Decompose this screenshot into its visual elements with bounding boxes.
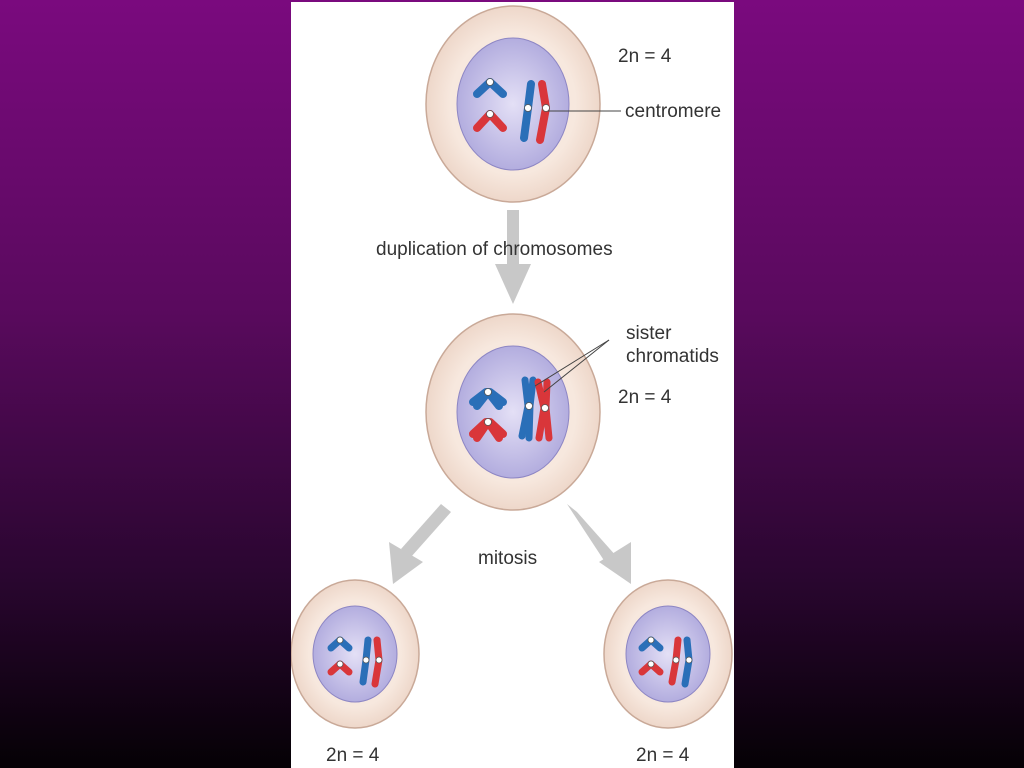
arrow-mitosis-right — [567, 504, 631, 584]
diagram-panel: 2n = 4 centromere duplication of chromos… — [291, 2, 734, 768]
chromosome-blue-short — [473, 78, 507, 98]
cell-daughter-left — [291, 579, 420, 729]
mitosis-diagram — [291, 5, 733, 729]
cell-daughter-right — [603, 579, 733, 729]
duplication-label: duplication of chromosomes — [376, 239, 613, 260]
chromosome-blue-long — [359, 636, 372, 686]
sister-leader-line-2 — [543, 339, 610, 393]
chromosome-red-long-duplicated — [534, 378, 553, 442]
sister-label: sister — [626, 323, 672, 344]
ploidy-label-right: 2n = 4 — [636, 745, 690, 766]
mitosis-label: mitosis — [478, 548, 538, 569]
chromosome-blue-long-duplicated — [518, 376, 537, 442]
sister-leader-line-1 — [534, 339, 610, 387]
cell-middle — [425, 313, 610, 511]
chromosome-blue-short — [327, 636, 353, 652]
chromosome-blue-long — [520, 80, 535, 142]
ploidy-label-left: 2n = 4 — [326, 745, 380, 766]
centromere-label: centromere — [625, 101, 722, 122]
chromosome-red-short — [473, 110, 507, 132]
chromosome-red-short — [327, 660, 353, 676]
chromosome-red-long — [371, 636, 383, 688]
cell-top — [425, 5, 621, 203]
ploidy-label-top: 2n = 4 — [618, 46, 672, 67]
arrow-duplication — [495, 210, 531, 304]
arrow-mitosis-left — [389, 504, 451, 584]
ploidy-label-middle: 2n = 4 — [618, 387, 672, 408]
chromosome-blue-long — [681, 636, 693, 688]
chromosome-red-long — [668, 636, 682, 686]
chromosome-red-short — [638, 660, 664, 676]
chromosome-blue-short-duplicated — [469, 388, 507, 410]
chromosome-red-long — [536, 80, 550, 144]
chromosome-red-short-duplicated — [469, 418, 507, 442]
chromosome-blue-short — [638, 636, 664, 652]
chromatids-label: chromatids — [626, 346, 719, 367]
